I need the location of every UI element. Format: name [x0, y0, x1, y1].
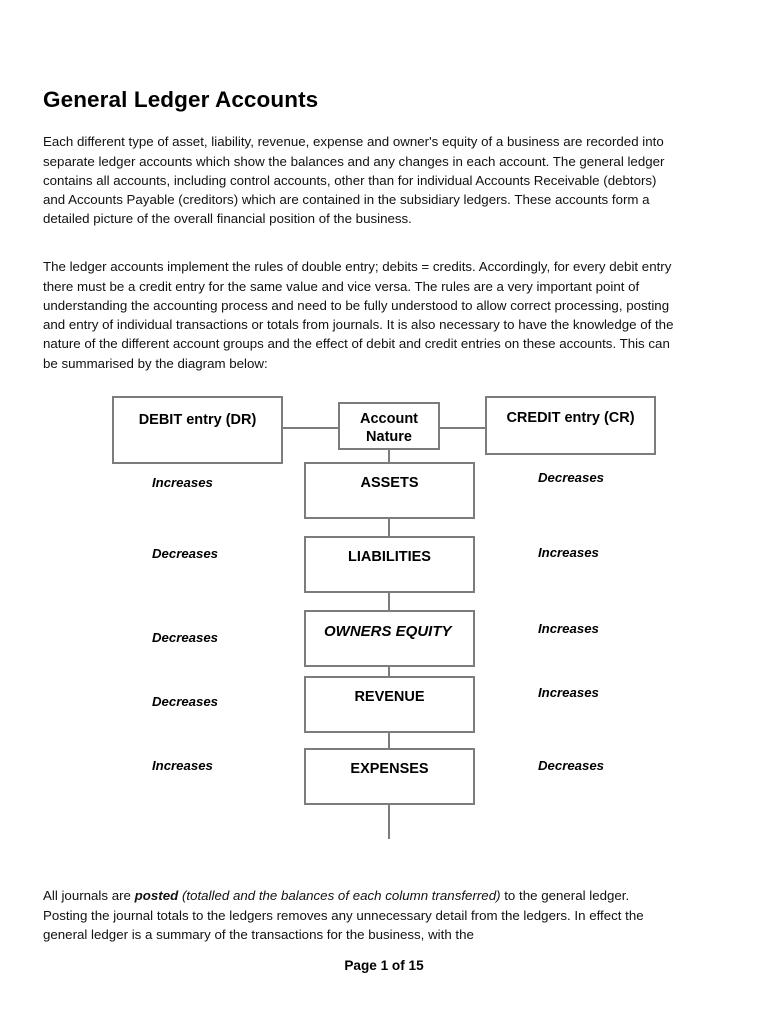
- account-box-liabilities: LIABILITIES: [304, 536, 475, 593]
- debit-effect-liabilities: Decreases: [152, 546, 218, 561]
- debit-effect-expenses: Increases: [152, 758, 213, 773]
- account-box-label: REVENUE: [354, 689, 425, 705]
- credit-effect-revenue: Increases: [538, 685, 599, 700]
- connector-nature-to-assets: [388, 448, 390, 466]
- credit-effect-liabilities: Increases: [538, 545, 599, 560]
- paragraph-posting: All journals are posted (totalled and th…: [43, 886, 674, 944]
- account-box-owners-equity: OWNERS EQUITY: [304, 610, 475, 667]
- connector-nature-to-credit: [438, 427, 487, 429]
- posting-text-part2: to the general ledger. Posting the journ…: [43, 888, 644, 942]
- credit-entry-label: CREDIT entry (CR): [506, 410, 635, 426]
- connector-debit-to-nature: [283, 427, 340, 429]
- credit-effect-owners-equity: Increases: [538, 621, 599, 636]
- connector-liabilities-to-equity: [388, 591, 390, 612]
- account-box-label: OWNERS EQUITY: [324, 623, 452, 640]
- paragraph-rules: The ledger accounts implement the rules …: [43, 259, 674, 371]
- credit-entry-box: CREDIT entry (CR): [485, 396, 656, 455]
- account-box-label: EXPENSES: [350, 761, 429, 777]
- connector-expenses-tail: [388, 804, 390, 839]
- credit-effect-assets: Decreases: [538, 470, 604, 485]
- debit-effect-owners-equity: Decreases: [152, 630, 218, 645]
- debit-effect-assets: Increases: [152, 475, 213, 490]
- account-box-label: ASSETS: [360, 475, 419, 491]
- account-box-assets: ASSETS: [304, 462, 475, 519]
- posting-keyword-posted: posted: [134, 888, 179, 904]
- connector-assets-to-liabilities: [388, 517, 390, 538]
- paragraph-intro: Each different type of asset, liability,…: [43, 134, 665, 227]
- account-box-expenses: EXPENSES: [304, 748, 475, 805]
- account-box-revenue: REVENUE: [304, 676, 475, 733]
- connector-revenue-to-expenses: [388, 731, 390, 750]
- page-title: General Ledger Accounts: [43, 87, 319, 113]
- account-box-label: LIABILITIES: [348, 549, 431, 565]
- account-nature-line1: Account: [360, 411, 418, 427]
- credit-effect-expenses: Decreases: [538, 758, 604, 773]
- debit-entry-label: DEBIT entry (DR): [138, 412, 257, 428]
- posting-parenthetical: (totalled and the balances of each colum…: [178, 888, 501, 904]
- page-footer: Page 1 of 15: [344, 958, 424, 973]
- posting-text-part1: All journals are: [43, 888, 135, 904]
- debit-effect-revenue: Decreases: [152, 694, 218, 709]
- account-nature-line2: Nature: [366, 429, 412, 445]
- connector-equity-to-revenue: [388, 665, 390, 678]
- debit-entry-box: DEBIT entry (DR): [112, 396, 283, 464]
